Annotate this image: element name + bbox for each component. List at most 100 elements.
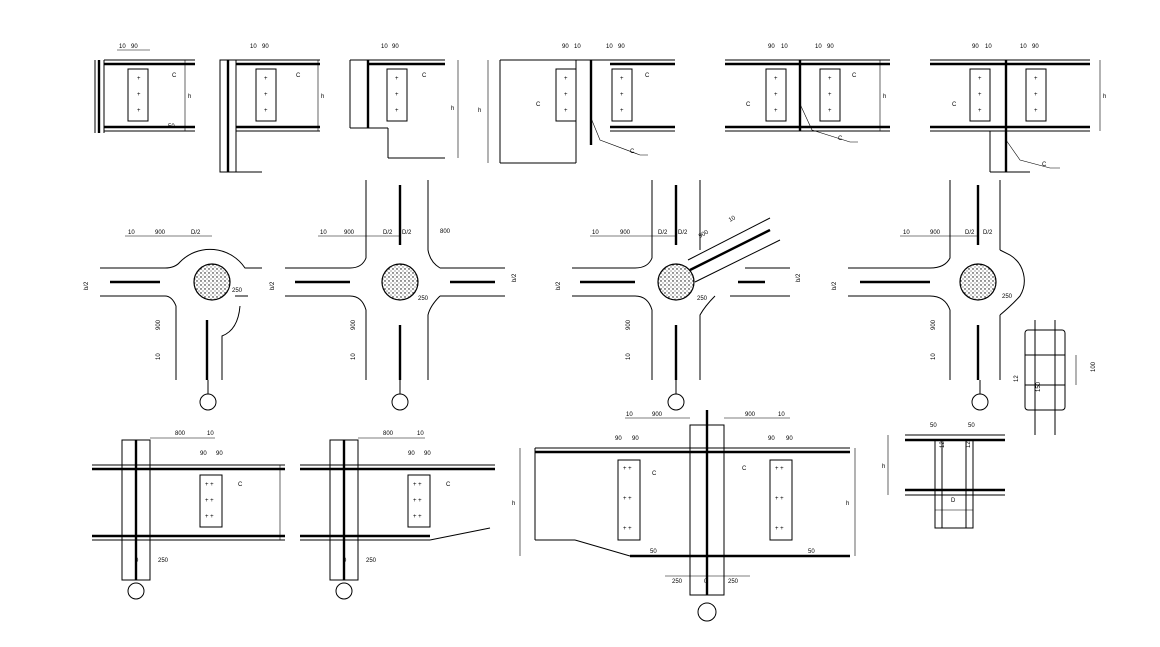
svg-text:+: + (620, 76, 624, 82)
dim-90: 90 (786, 436, 793, 442)
dim-800: 800 (440, 229, 451, 235)
detail-3: +++ 10 90 C h (349, 44, 459, 159)
dim-d-half: D/2 (191, 230, 201, 236)
svg-text:+: + (395, 92, 399, 98)
dim-d-half: D/2 (965, 230, 975, 236)
weld-symbol: C (238, 482, 243, 488)
dim-b-half: b/2 (556, 281, 562, 290)
svg-text:+: + (264, 108, 268, 114)
dim-250: 250 (1002, 294, 1013, 300)
dim-900: 900 (698, 229, 710, 240)
dim-0: 0 (343, 558, 347, 564)
svg-text:+: + (828, 108, 832, 114)
dim-10: 10 (626, 412, 633, 418)
weld-symbol: C (952, 102, 957, 108)
dim-10: 10 (778, 412, 785, 418)
svg-text:+: + (395, 76, 399, 82)
dim-250: 250 (672, 579, 683, 585)
dim-90: 90 (216, 451, 223, 457)
svg-text:+: + (978, 108, 982, 114)
dim-150: 150 (1036, 381, 1042, 392)
weld-symbol: C (630, 149, 635, 155)
concrete-column (193, 263, 231, 301)
plan-3: 10 900 D/2 D/2 900 10 b/2 b/2 900 10 250 (556, 180, 802, 411)
weld-symbol: C (536, 102, 541, 108)
svg-text:+: + (564, 92, 568, 98)
weld-symbol: C (446, 482, 451, 488)
dim-10: 10 (1020, 44, 1027, 50)
dim-50: 50 (808, 549, 815, 555)
dim-900: 900 (931, 319, 937, 330)
dim-10: 10 (119, 44, 126, 50)
dim-b-half: b/2 (832, 281, 838, 290)
dim-50: 50 (968, 423, 975, 429)
grid-bubble (335, 582, 353, 600)
svg-text:+: + (1034, 108, 1038, 114)
svg-text:+ +: + + (623, 526, 632, 532)
dim-10: 10 (781, 44, 788, 50)
dim-10: 10 (128, 230, 135, 236)
row1-details: +++ 10 90 C 50 h +++ 10 90 C h (94, 44, 1106, 173)
weld-symbol: C (422, 73, 427, 79)
svg-text:+: + (828, 92, 832, 98)
dim-90: 90 (768, 436, 775, 442)
detail-1: +++ 10 90 C 50 h (94, 44, 195, 133)
grid-bubble (199, 393, 217, 411)
dim-d-half: D/2 (658, 230, 668, 236)
dim-d-half: D/2 (402, 230, 412, 236)
svg-text:+ +: + + (205, 498, 214, 504)
dim-900: 900 (344, 230, 355, 236)
dim-90: 90 (262, 44, 269, 50)
detail-5: +++ +++ 90 10 10 90 C C C h (725, 44, 890, 143)
dim-90: 90 (392, 44, 399, 50)
dim-h: h (451, 106, 454, 112)
dim-12: 12 (940, 441, 946, 448)
dim-d: D (951, 498, 956, 504)
svg-text:+: + (137, 76, 141, 82)
dim-50: 50 (650, 549, 657, 555)
detail-6: +++ +++ 90 10 10 90 C C h (930, 44, 1106, 173)
svg-text:+: + (620, 108, 624, 114)
svg-text:+: + (137, 108, 141, 114)
dim-90: 90 (200, 451, 207, 457)
dim-90: 90 (618, 44, 625, 50)
dim-b-half: b/2 (796, 273, 802, 282)
dim-90: 90 (615, 436, 622, 442)
elevation-3: + ++ ++ + + ++ ++ + 10 900 900 10 90 90 … (512, 410, 856, 622)
dim-250: 250 (418, 296, 429, 302)
plan-2: 10 900 D/2 D/2 800 b/2 b/2 900 10 250 (270, 180, 518, 411)
dim-100: 100 (1091, 361, 1097, 372)
svg-text:+ +: + + (413, 514, 422, 520)
dim-900: 900 (652, 412, 663, 418)
dim-d-half: D/2 (678, 230, 688, 236)
dim-10: 10 (606, 44, 613, 50)
weld-symbol: C (746, 102, 751, 108)
dim-10: 10 (903, 230, 910, 236)
concrete-column (959, 263, 997, 301)
dim-900: 900 (351, 319, 357, 330)
svg-text:+ +: + + (413, 498, 422, 504)
dim-10: 10 (574, 44, 581, 50)
dim-900: 900 (930, 230, 941, 236)
dim-10: 10 (626, 353, 632, 360)
svg-text:+: + (564, 76, 568, 82)
dim-0: 0 (135, 558, 139, 564)
dim-h: h (188, 94, 191, 100)
grid-bubble (127, 582, 145, 600)
svg-text:+: + (774, 76, 778, 82)
dim-d-half: D/2 (383, 230, 393, 236)
svg-text:+ +: + + (413, 482, 422, 488)
svg-text:+: + (264, 76, 268, 82)
weld-symbol: C (652, 471, 657, 477)
dim-250: 250 (697, 296, 708, 302)
dim-h: h (1103, 94, 1106, 100)
svg-text:+: + (774, 92, 778, 98)
dim-10: 10 (728, 215, 737, 224)
dim-90: 90 (1032, 44, 1039, 50)
dim-h: h (321, 94, 324, 100)
dim-10: 10 (417, 431, 424, 437)
dim-800: 800 (383, 431, 394, 437)
svg-text:+ +: + + (623, 496, 632, 502)
svg-text:+: + (978, 76, 982, 82)
